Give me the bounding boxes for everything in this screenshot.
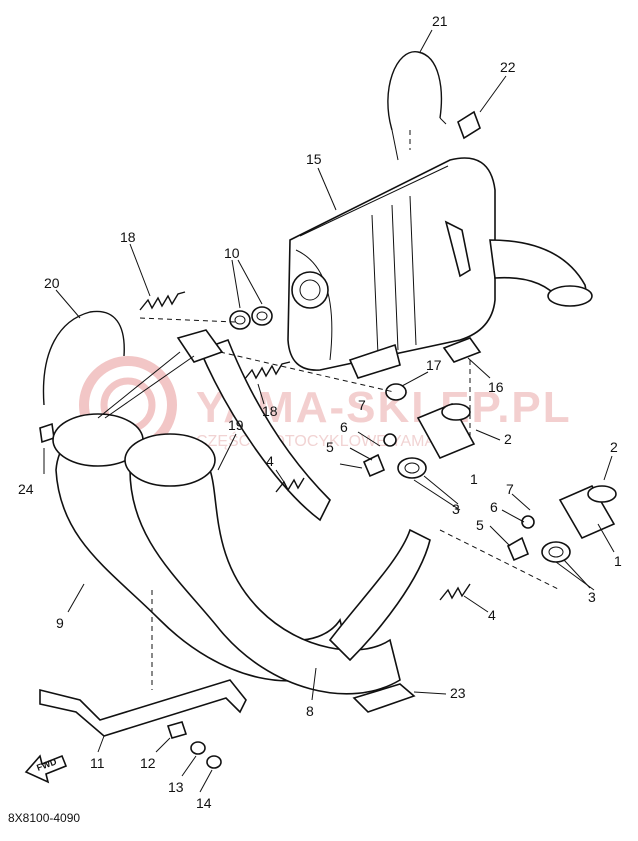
callout-4-lower: 4	[488, 607, 496, 623]
callout-2-lower: 2	[610, 439, 618, 455]
spring-20	[42, 310, 125, 406]
callout-2-upper: 2	[504, 431, 512, 447]
callout-10: 10	[224, 245, 240, 261]
callout-8: 8	[306, 703, 314, 719]
callout-6-upper: 6	[340, 419, 348, 435]
callout-16: 16	[488, 379, 504, 395]
spring-4-upper	[275, 477, 305, 493]
bracket-22	[457, 110, 481, 140]
callout-4-upper: 4	[266, 453, 274, 469]
callout-20: 20	[44, 275, 60, 291]
callout-5-upper: 5	[326, 439, 334, 455]
callout-17: 17	[426, 357, 442, 373]
grommet-17	[385, 383, 407, 401]
leader-lines	[43, 29, 615, 793]
bolt-12	[166, 721, 188, 739]
callout-9: 9	[56, 615, 64, 631]
callout-19: 19	[228, 417, 244, 433]
callout-5-lower: 5	[476, 517, 484, 533]
callout-7-lower: 7	[506, 481, 514, 497]
spring-18-top	[139, 291, 186, 311]
damper-23	[352, 683, 416, 713]
callout-1-lower: 1	[614, 553, 622, 569]
stay-11	[39, 679, 247, 737]
gaskets-10	[229, 306, 273, 330]
collar-14	[206, 755, 222, 769]
callout-18-mid: 18	[262, 403, 278, 419]
diagram-code: 8X8100-4090	[8, 811, 80, 825]
callout-24: 24	[18, 481, 34, 497]
spring-18-mid	[243, 361, 291, 381]
exhaust-pipes	[52, 329, 431, 695]
callout-12: 12	[140, 755, 156, 771]
callout-11: 11	[90, 755, 105, 771]
spring-21	[387, 51, 447, 161]
flange-group-upper	[362, 402, 476, 479]
muffler-15	[287, 157, 593, 379]
callout-labels: 21 22 15 18 10 20 17 16 7 6 5 2 1 19 18 …	[18, 13, 622, 811]
callout-21: 21	[432, 13, 448, 29]
spring-4-lower	[439, 583, 471, 601]
callout-22: 22	[500, 59, 516, 75]
alignment-lines	[139, 130, 561, 690]
callout-23: 23	[450, 685, 466, 701]
forward-arrow: FWD	[24, 754, 68, 784]
callout-15: 15	[306, 151, 322, 167]
washer-13	[190, 741, 206, 755]
callout-18-top: 18	[120, 229, 136, 245]
callout-3-lower: 3	[588, 589, 596, 605]
callout-1-upper: 1	[470, 471, 478, 487]
bracket-16	[442, 337, 482, 363]
flange-group-lower	[506, 484, 617, 563]
callout-14: 14	[196, 795, 212, 811]
callout-13: 13	[168, 779, 184, 795]
callout-6-lower: 6	[490, 499, 498, 515]
callout-3-upper: 3	[452, 501, 460, 517]
callout-7-upper: 7	[358, 397, 366, 413]
bracket-24	[39, 422, 55, 444]
